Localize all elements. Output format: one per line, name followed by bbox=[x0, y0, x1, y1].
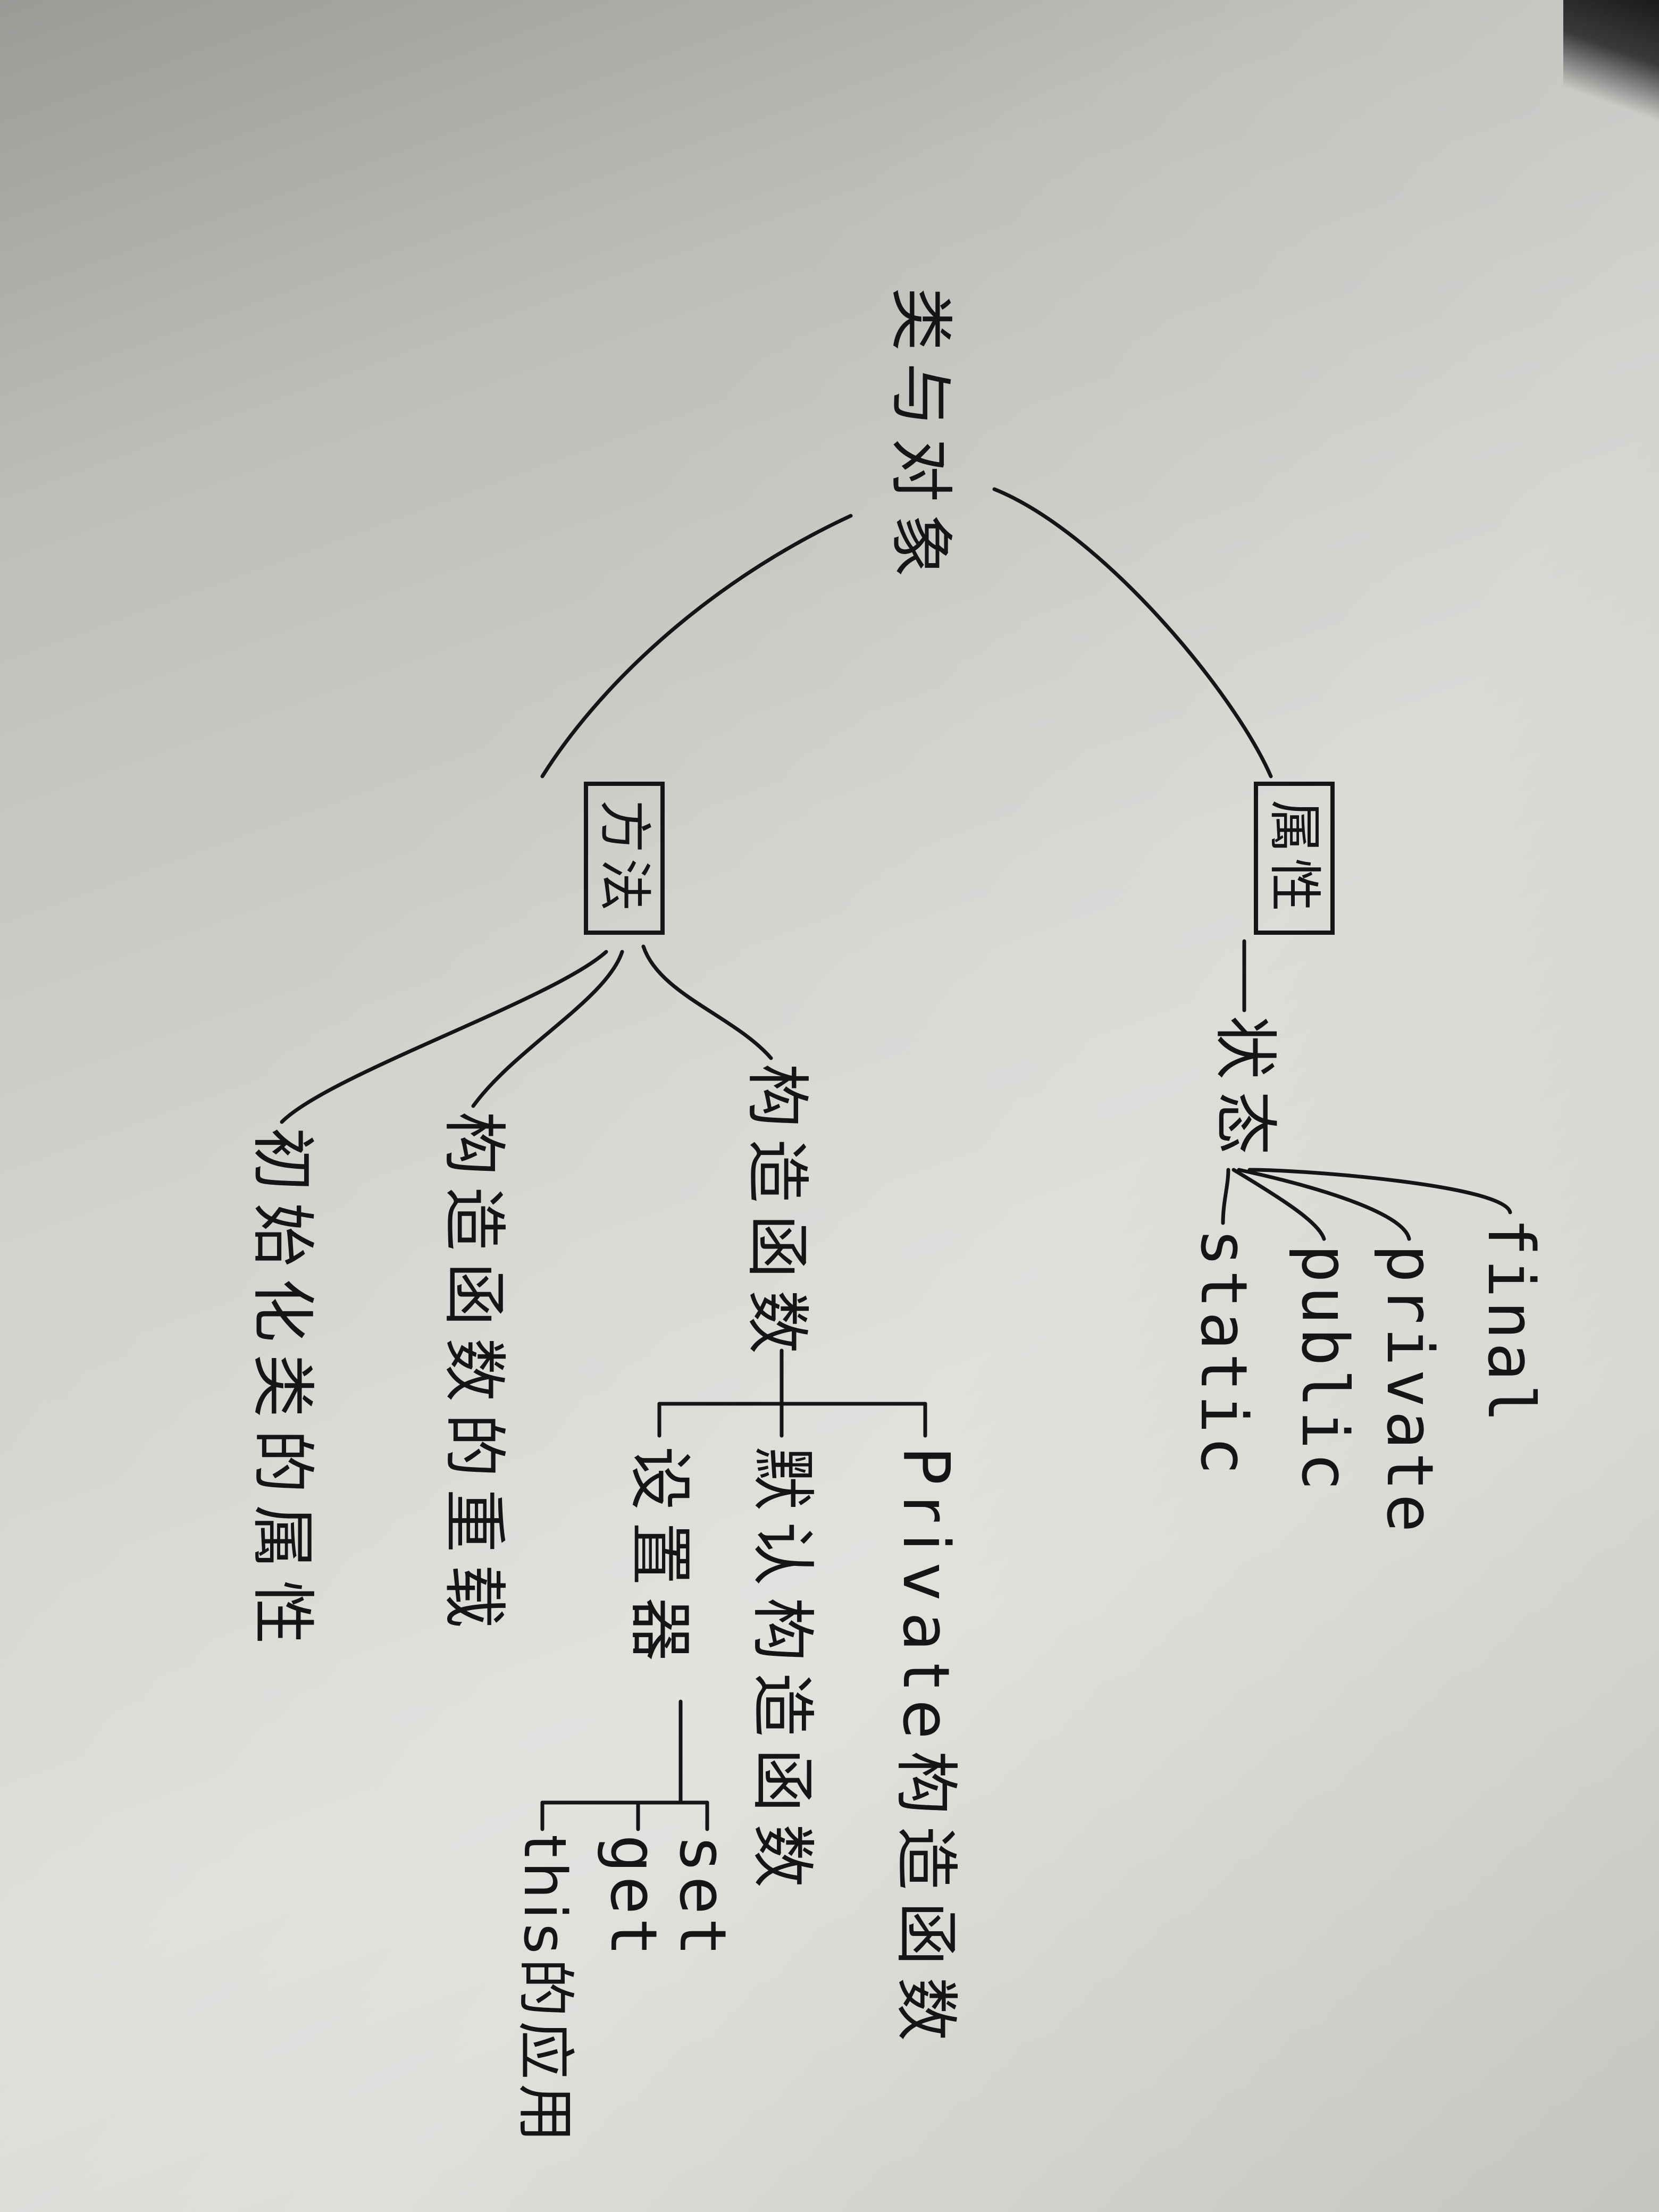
modifier-static: static bbox=[1186, 1228, 1260, 1478]
constructor-label: 构造函数 bbox=[740, 1063, 814, 1365]
line-root-to-methods bbox=[540, 514, 853, 778]
modifier-final: final bbox=[1473, 1218, 1547, 1426]
line-state-to-private bbox=[1237, 1168, 1411, 1241]
get-label: get bbox=[596, 1834, 670, 1959]
line-root-to-attributes bbox=[992, 487, 1273, 778]
modifier-private: private bbox=[1372, 1244, 1446, 1536]
line-state-to-public bbox=[1231, 1168, 1326, 1241]
line-methods-to-init bbox=[280, 950, 608, 1124]
init-label: 初始化类的属性 bbox=[245, 1127, 319, 1656]
line-state-to-final bbox=[1247, 1168, 1512, 1214]
overload-label: 构造函数的重载 bbox=[437, 1111, 510, 1640]
line-methods-to-overload bbox=[471, 950, 624, 1108]
this-usage-label: this的应用 bbox=[511, 1834, 579, 2147]
default-ctor-label: 默认构造函数 bbox=[745, 1446, 819, 1899]
methods-box: 方法 bbox=[584, 782, 665, 935]
state-label: 状态 bbox=[1208, 1016, 1281, 1167]
private-ctor-label: Private构造函数 bbox=[889, 1446, 962, 2053]
modifier-public: public bbox=[1287, 1244, 1361, 1494]
accessor-label: 设置器 bbox=[623, 1446, 697, 1673]
set-label: set bbox=[665, 1834, 739, 1959]
line-state-to-static bbox=[1221, 1168, 1230, 1225]
desk-corner bbox=[1563, 0, 1659, 128]
line-methods-to-constructor bbox=[641, 944, 773, 1060]
root-label: 类与对象 bbox=[883, 287, 957, 589]
attributes-box: 属性 bbox=[1254, 782, 1335, 935]
